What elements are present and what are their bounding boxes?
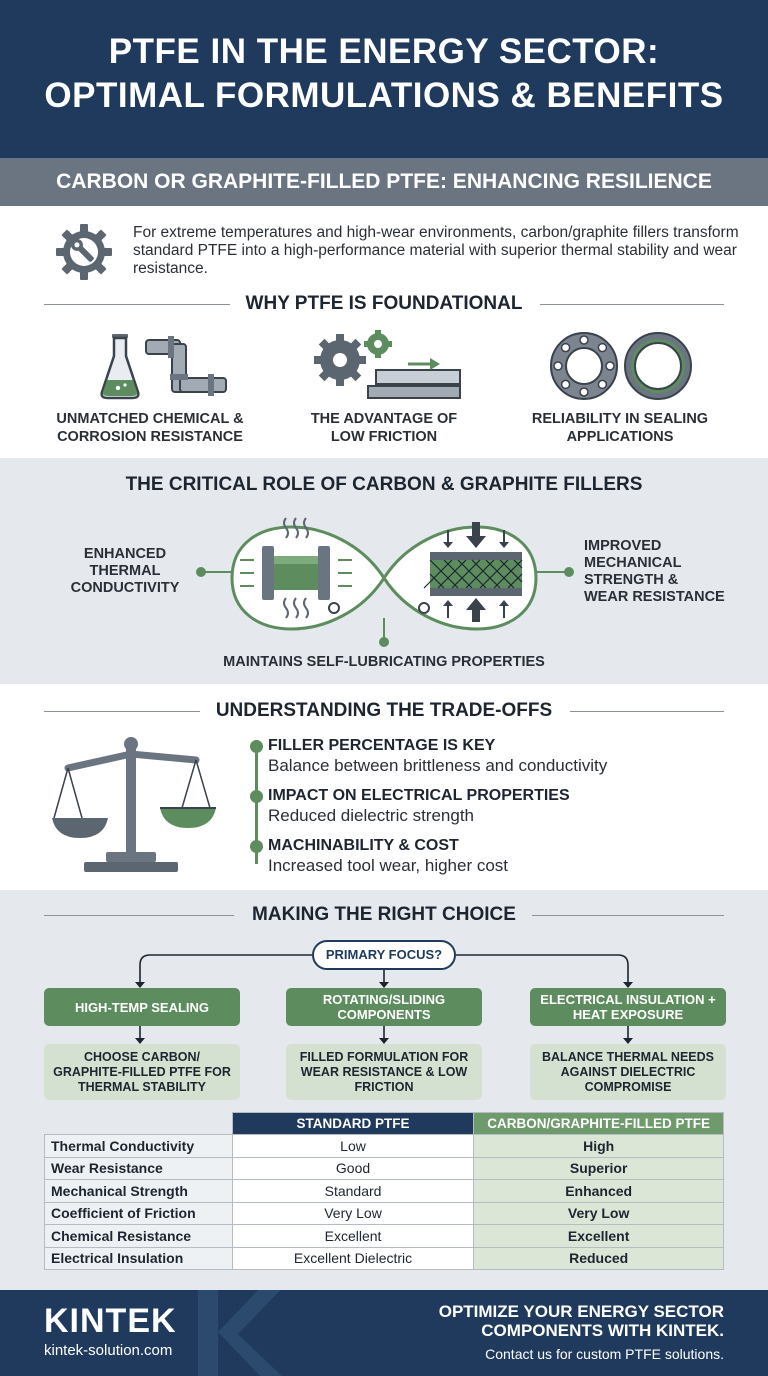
brand-url[interactable]: kintek-solution.com (44, 1342, 173, 1359)
gears-sliding-icon (314, 330, 461, 399)
row-label: Electrical Insulation (44, 1246, 233, 1270)
table-header-blank (45, 1113, 233, 1135)
table-row: Coefficient of Friction Very Low Very Lo… (44, 1201, 724, 1225)
row-label: Wear Resistance (44, 1156, 233, 1180)
choice-electrical-insulation: ELECTRICAL INSULATION + HEAT EXPOSURE (530, 988, 726, 1026)
divider-right (540, 304, 724, 305)
tradeoff-heading: FILLER PERCENTAGE IS KEY (268, 737, 496, 754)
title-line-1: PTFE IN THE ENERGY SECTOR: (108, 32, 660, 71)
row-label: Chemical Resistance (44, 1224, 233, 1248)
thermal-conductivity-label: ENHANCED THERMAL CONDUCTIVITY (70, 546, 180, 596)
divider-left (44, 711, 200, 712)
cta-heading: OPTIMIZE YOUR ENERGY SECTOR COMPONENTS W… (438, 1302, 724, 1340)
comparison-table: STANDARD PTFE CARBON/GRAPHITE-FILLED PTF… (44, 1112, 724, 1270)
decision-connectors (135, 954, 633, 1044)
infinity-diagram (196, 517, 574, 647)
result-electrical-insulation: BALANCE THERMAL NEEDS AGAINST DIELECTRIC… (530, 1044, 726, 1100)
result-rotating-sliding: FILLED FORMULATION FOR WEAR RESISTANCE &… (286, 1044, 482, 1100)
filled-value: Enhanced (473, 1179, 724, 1203)
tradeoff-item: FILLER PERCENTAGE IS KEY Balance between… (268, 736, 738, 776)
divider-left (44, 915, 234, 916)
intro-section: For extreme temperatures and high-wear e… (0, 206, 768, 290)
k-watermark-icon (198, 1290, 282, 1376)
tradeoff-dot (250, 840, 263, 853)
tradeoff-heading: MACHINABILITY & COST (268, 837, 459, 854)
foundation-label-sealing: RELIABILITY IN SEALING APPLICATIONS (531, 411, 709, 445)
filled-value: Reduced (473, 1246, 724, 1270)
fillers-title: THE CRITICAL ROLE OF CARBON & GRAPHITE F… (125, 474, 643, 495)
tradeoff-dot (250, 740, 263, 753)
table-header-row: STANDARD PTFE CARBON/GRAPHITE-FILLED PTF… (45, 1112, 724, 1135)
foundation-label-chemical: UNMATCHED CHEMICAL & CORROSION RESISTANC… (56, 411, 244, 445)
standard-value: Very Low (231, 1201, 475, 1225)
compression-block-icon (423, 522, 523, 622)
divider-left (44, 304, 230, 305)
row-label: Mechanical Strength (44, 1179, 233, 1203)
intro-text: For extreme temperatures and high-wear e… (133, 224, 739, 277)
brand-logo: KINTEK (44, 1302, 177, 1340)
choice-title: MAKING THE RIGHT CHOICE (252, 904, 516, 925)
tradeoff-description: Increased tool wear, higher cost (268, 856, 509, 875)
table-row: Chemical Resistance Excellent Excellent (44, 1224, 724, 1248)
footer: KINTEK kintek-solution.com OPTIMIZE YOUR… (0, 1290, 768, 1376)
standard-value: Excellent (231, 1224, 475, 1248)
flask-pipe-icon (100, 334, 227, 400)
title-line-2: OPTIMAL FORMULATIONS & BENEFITS (44, 76, 724, 115)
standard-value: Good (231, 1156, 475, 1180)
table-header-standard: STANDARD PTFE (231, 1112, 475, 1135)
tradeoff-description: Reduced dielectric strength (268, 806, 475, 825)
seal-rings-icon (550, 332, 692, 400)
tradeoff-item: MACHINABILITY & COST Increased tool wear… (268, 836, 738, 876)
choice-rotating-sliding: ROTATING/SLIDING COMPONENTS (286, 988, 482, 1026)
filled-value: Very Low (473, 1201, 724, 1225)
table-row: Electrical Insulation Excellent Dielectr… (44, 1246, 724, 1270)
table-row: Mechanical Strength Standard Enhanced (44, 1179, 724, 1203)
tradeoff-heading: IMPACT ON ELECTRICAL PROPERTIES (268, 787, 570, 804)
subheader-title: CARBON OR GRAPHITE-FILLED PTFE: ENHANCIN… (56, 170, 712, 193)
result-high-temp-sealing: CHOOSE CARBON/ GRAPHITE-FILLED PTFE FOR … (44, 1044, 240, 1100)
choice-high-temp-sealing: HIGH-TEMP SEALING (44, 988, 240, 1026)
cta-subtext: Contact us for custom PTFE solutions. (485, 1346, 724, 1362)
mechanical-strength-label: IMPROVED MECHANICAL STRENGTH & WEAR RESI… (584, 538, 725, 605)
primary-focus-node: PRIMARY FOCUS? (312, 940, 456, 970)
divider-right (532, 915, 724, 916)
gear-wrench-icon (56, 224, 112, 280)
standard-value: Excellent Dielectric (231, 1246, 475, 1270)
thermal-cylinder-icon (240, 517, 352, 619)
tradeoff-description: Balance between brittleness and conducti… (268, 756, 608, 775)
self-lubricating-label: MAINTAINS SELF-LUBRICATING PROPERTIES (223, 654, 545, 670)
filled-value: Excellent (473, 1224, 724, 1248)
balance-scale-icon (52, 737, 216, 872)
subheader-band: CARBON OR GRAPHITE-FILLED PTFE: ENHANCIN… (0, 158, 768, 206)
foundation-label-friction: THE ADVANTAGE OF LOW FRICTION (310, 411, 458, 445)
divider-right (570, 711, 724, 712)
page-title: PTFE IN THE ENERGY SECTOR: OPTIMAL FORMU… (0, 30, 768, 118)
foundational-title: WHY PTFE IS FOUNDATIONAL (245, 293, 523, 314)
tradeoffs-title: UNDERSTANDING THE TRADE-OFFS (215, 700, 553, 721)
filled-value: High (473, 1134, 724, 1158)
filled-value: Superior (473, 1156, 724, 1180)
row-label: Coefficient of Friction (44, 1201, 233, 1225)
standard-value: Standard (231, 1179, 475, 1203)
table-row: Wear Resistance Good Superior (44, 1156, 724, 1180)
row-label: Thermal Conductivity (44, 1134, 233, 1158)
tradeoff-dot (250, 790, 263, 803)
table-header-filled: CARBON/GRAPHITE-FILLED PTFE (473, 1112, 724, 1135)
standard-value: Low (231, 1134, 475, 1158)
header-banner: PTFE IN THE ENERGY SECTOR: OPTIMAL FORMU… (0, 0, 768, 158)
table-row: Thermal Conductivity Low High (44, 1134, 724, 1158)
tradeoff-item: IMPACT ON ELECTRICAL PROPERTIES Reduced … (268, 786, 738, 826)
